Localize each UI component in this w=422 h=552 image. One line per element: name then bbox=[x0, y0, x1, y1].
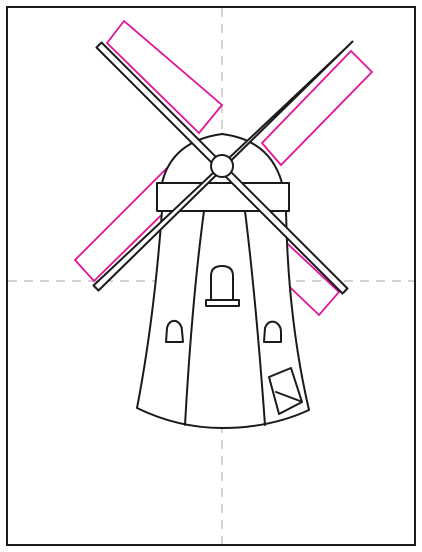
cap-collar bbox=[156, 182, 290, 212]
sail-frame-top-left bbox=[105, 19, 224, 135]
side-door bbox=[268, 367, 303, 415]
tower-left-seam bbox=[184, 210, 205, 426]
left-window bbox=[165, 319, 184, 343]
sail-frame-top-right bbox=[260, 49, 374, 167]
page-frame bbox=[6, 6, 416, 546]
tower-body bbox=[136, 210, 310, 429]
right-window bbox=[263, 320, 282, 343]
hub bbox=[210, 154, 234, 178]
side-door-panel-line bbox=[275, 391, 301, 402]
front-window-ledge bbox=[205, 299, 240, 307]
front-window bbox=[210, 265, 234, 301]
tower-right-seam bbox=[244, 210, 266, 426]
